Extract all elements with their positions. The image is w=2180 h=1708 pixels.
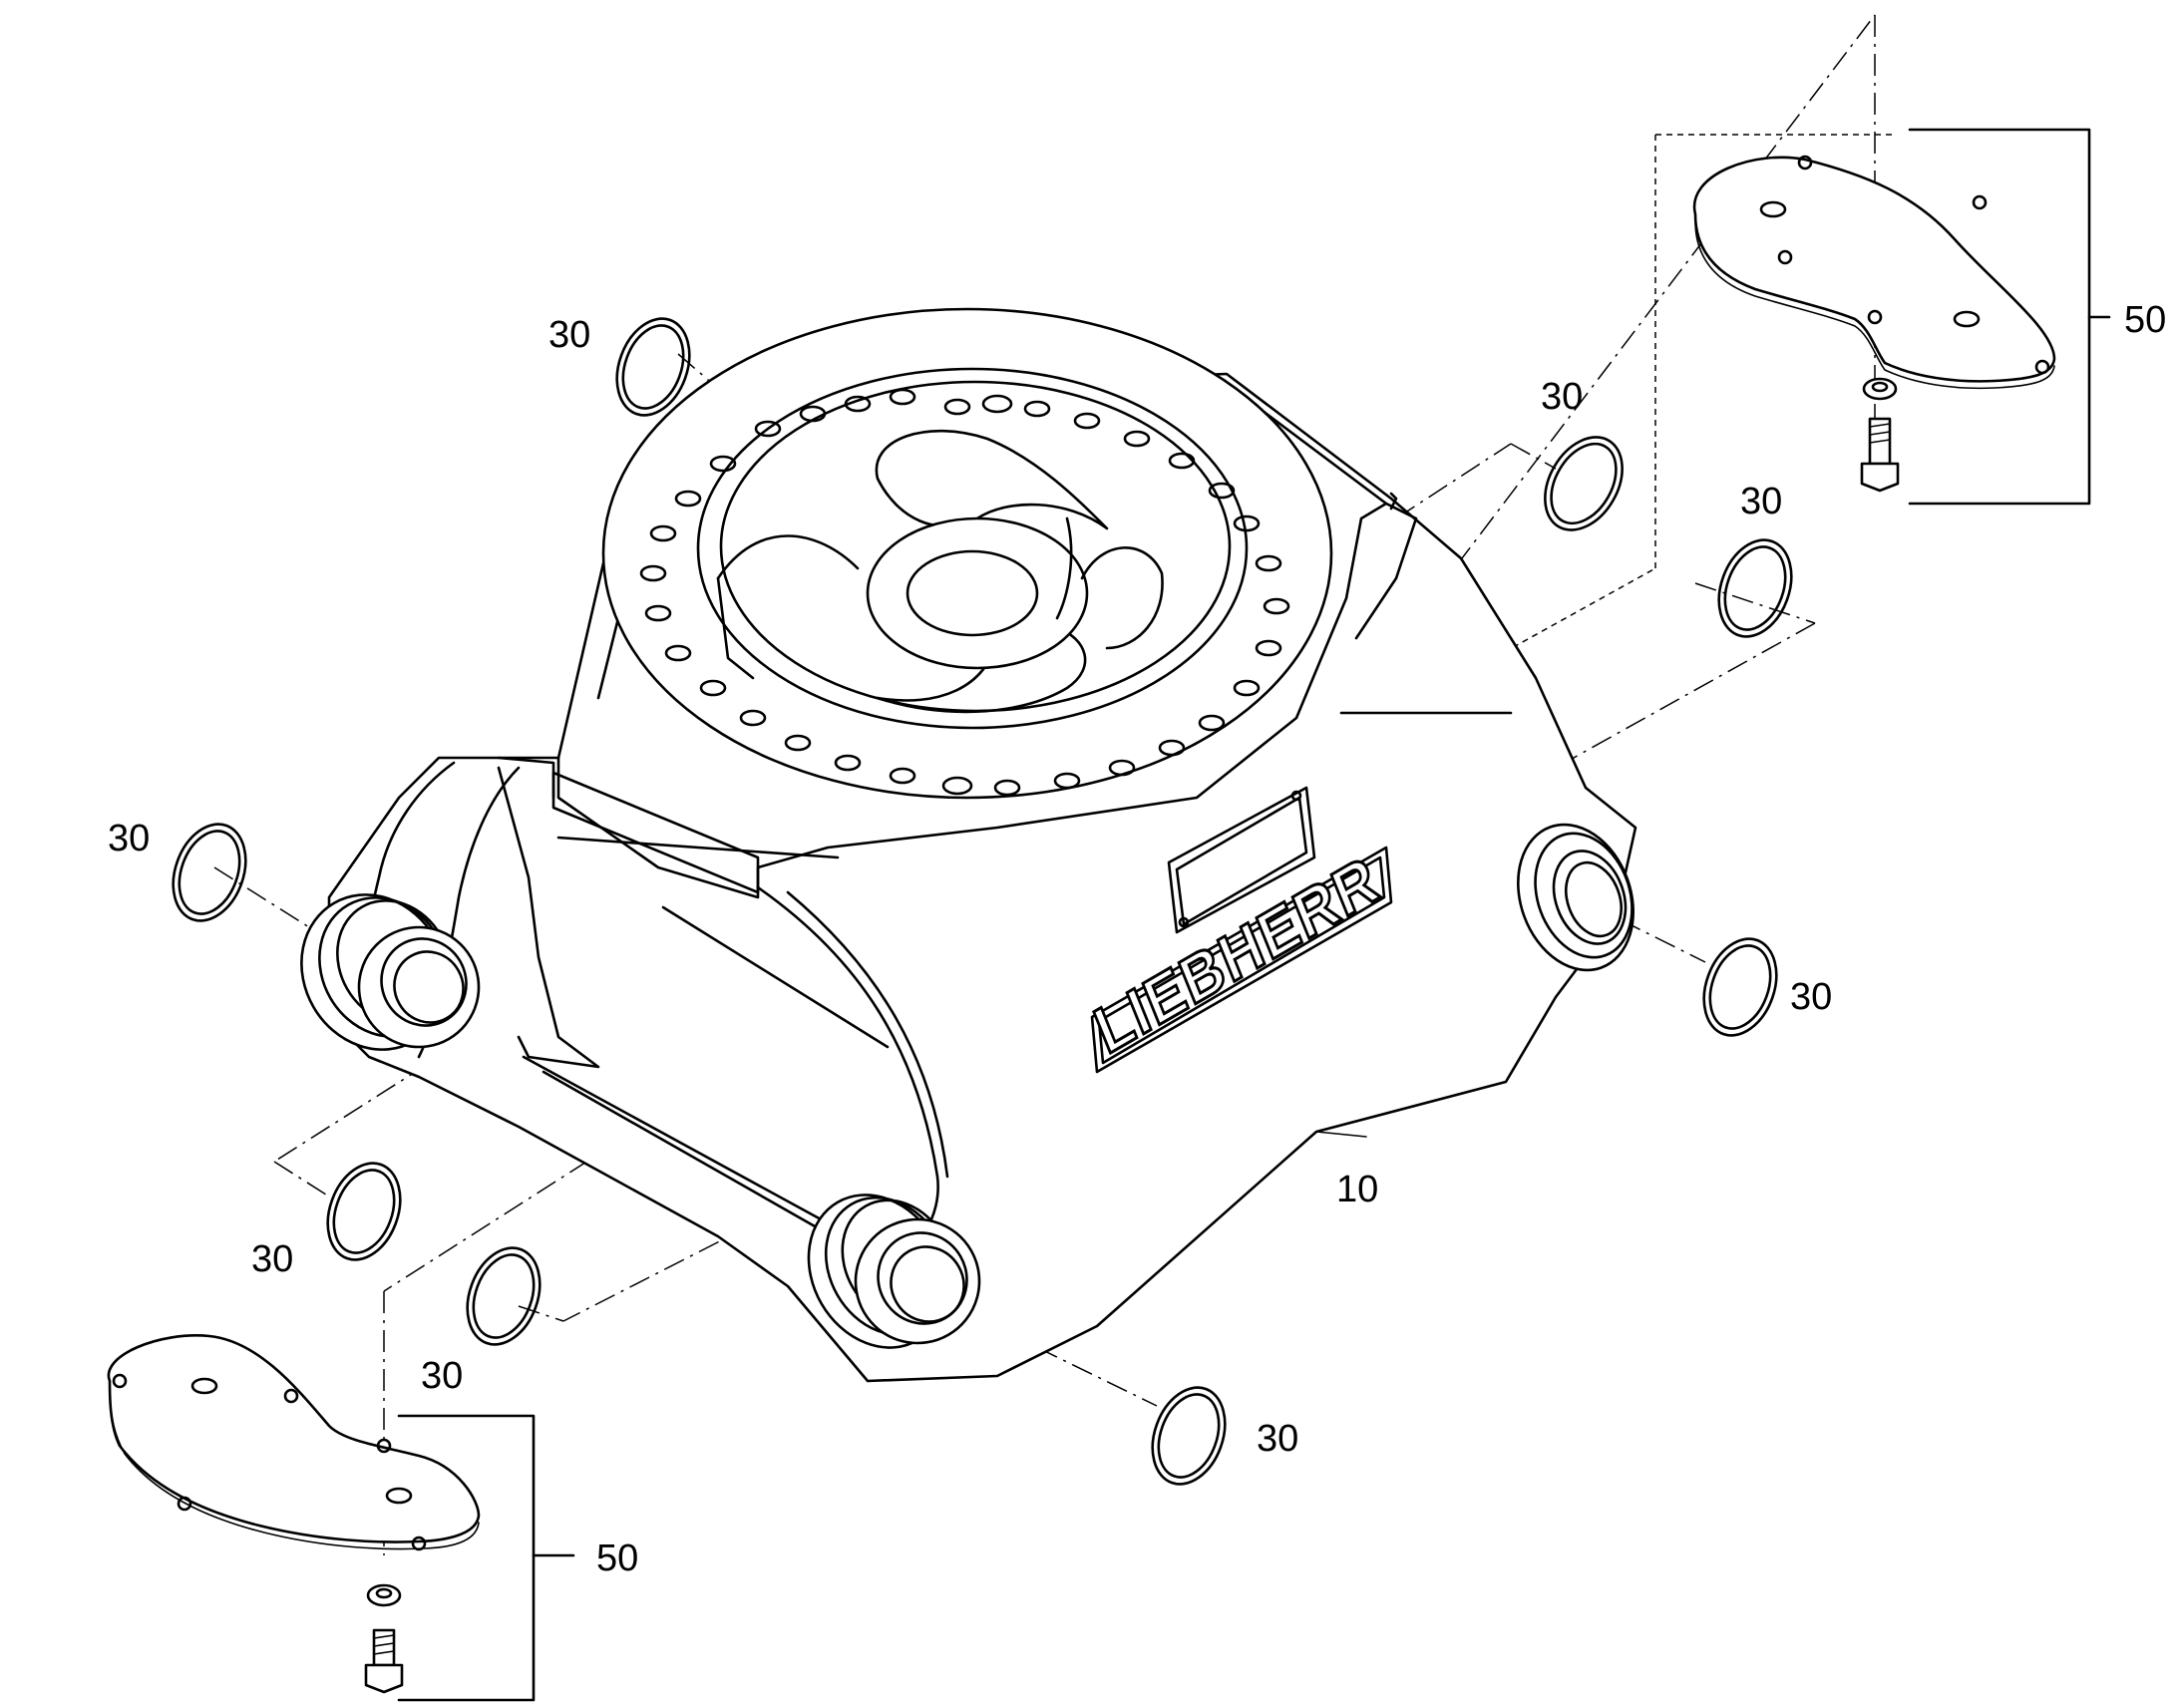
o-ring-top-left <box>615 317 691 417</box>
o-ring-right-boss <box>1702 937 1778 1037</box>
o-ring-bottom-right <box>1151 1386 1227 1486</box>
bolt-top <box>1860 417 1900 493</box>
callout-ring-top-right: 30 <box>1541 376 1583 418</box>
bolt-bottom <box>364 1628 404 1694</box>
callout-body: 10 <box>1336 1169 1378 1210</box>
callout-labels: 30 30 30 30 30 30 30 30 10 50 50 <box>108 299 2166 1579</box>
callout-ring-bottom-left-b: 30 <box>421 1355 463 1397</box>
callout-cover-top: 50 <box>2124 299 2166 341</box>
washer-bottom <box>366 1583 402 1607</box>
o-ring-top-right <box>1544 436 1624 531</box>
boss-rear-right <box>1517 823 1635 972</box>
boss-front-left <box>300 893 481 1051</box>
washer-top <box>1862 377 1898 401</box>
cover-plate-top <box>1692 128 2111 506</box>
boss-front-right <box>807 1194 981 1349</box>
cover-plate-bottom <box>107 1334 575 1702</box>
callout-ring-left: 30 <box>108 818 150 859</box>
o-ring-bottom-left-a <box>326 1162 402 1261</box>
callout-ring-bottom-left-a: 30 <box>251 1238 293 1280</box>
flange-bolt-holes <box>639 388 1290 797</box>
o-ring-bottom-left-b <box>466 1246 542 1346</box>
o-ring-left <box>172 823 247 922</box>
o-rings <box>172 317 1793 1486</box>
swing-bracket-body <box>327 307 1637 1383</box>
callout-ring-top-left: 30 <box>548 314 590 356</box>
callout-cover-bottom: 50 <box>596 1537 638 1579</box>
callout-ring-right-upper: 30 <box>1740 481 1782 522</box>
callout-ring-bottom-right: 30 <box>1257 1418 1298 1460</box>
nameplate <box>1167 786 1316 934</box>
callout-ring-right-boss: 30 <box>1790 976 1832 1018</box>
o-ring-right-upper <box>1717 538 1793 638</box>
leader-lines <box>1315 1131 1367 1138</box>
